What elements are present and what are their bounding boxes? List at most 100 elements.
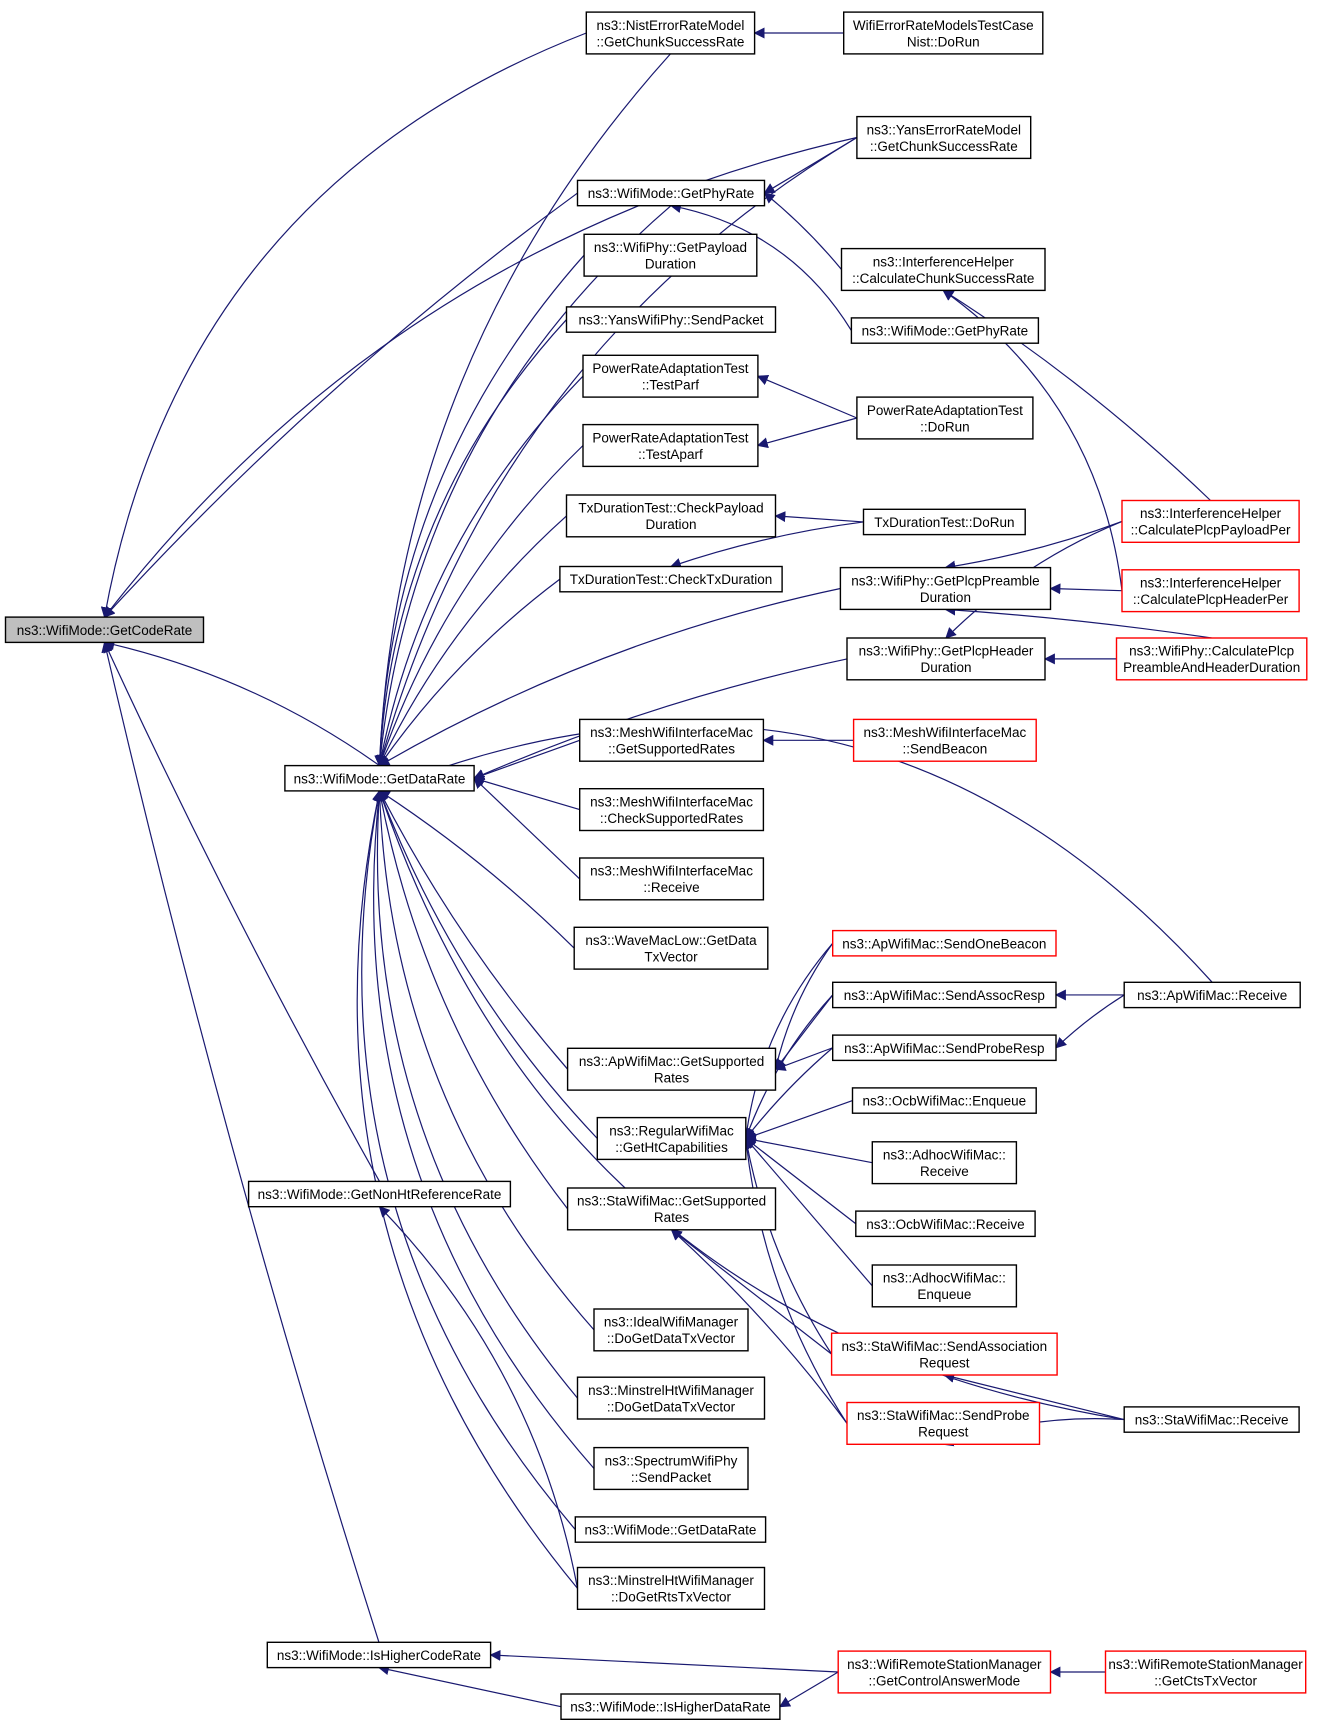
call-edge-ocbEnqueue-to-regularHt (744, 1099, 853, 1141)
node-ocb-enqueue[interactable]: ns3::OcbWifiMac::Enqueue (851, 1087, 1037, 1114)
node-root[interactable]: ns3::WifiMode::GetCodeRate (4, 616, 205, 644)
node-label-line: ns3::MeshWifiInterfaceMac (590, 864, 753, 879)
node-label-line: WifiErrorRateModelsTestCase (853, 18, 1034, 33)
call-edge-staAssoc-to-staSupported (670, 1229, 832, 1355)
node-label-line: ns3::WifiPhy::GetPlcpPreamble (851, 573, 1039, 588)
node-adhoc-receive[interactable]: ns3::AdhocWifiMac::Receive (871, 1141, 1018, 1185)
call-edge-meshSupported-to-getDataRate (473, 739, 580, 781)
node-yans-send[interactable]: ns3::YansWifiPhy::SendPacket (565, 306, 777, 333)
node-yans-chunk[interactable]: ns3::YansErrorRateModel::GetChunkSuccess… (856, 115, 1032, 160)
call-edge-staProbe-to-staSupported (670, 1229, 848, 1424)
node-calc-preamble-hdr[interactable]: ns3::WifiPhy::CalculatePlcpPreambleAndHe… (1115, 637, 1308, 681)
node-label-line: Enqueue (917, 1287, 971, 1302)
node-cts-tx[interactable]: ns3::WifiRemoteStationManager::GetCtsTxV… (1104, 1650, 1307, 1694)
node-label-line: ns3::MeshWifiInterfaceMac (590, 794, 753, 809)
node-mesh-receive[interactable]: ns3::MeshWifiInterfaceMac::Receive (579, 857, 765, 901)
node-label-line: ns3::YansWifiPhy::SendPacket (578, 313, 763, 328)
call-edge-adhocReceive-to-regularHt (744, 1134, 873, 1164)
node-label-line: ::CheckSupportedRates (600, 811, 744, 826)
node-label-line: ns3::WifiMode::GetCodeRate (17, 623, 193, 638)
node-label-line: ns3::WifiPhy::GetPayload (594, 240, 747, 255)
node-interf-payload-per[interactable]: ns3::InterferenceHelper::CalculatePlcpPa… (1121, 499, 1300, 543)
node-ctrl-answer[interactable]: ns3::WifiRemoteStationManager::GetContro… (837, 1650, 1052, 1694)
node-label-line: ns3::WifiMode::GetDataRate (585, 1523, 757, 1538)
node-label-line: ns3::MinstrelHtWifiManager (588, 1383, 754, 1398)
node-label-line: ns3::IdealWifiManager (604, 1315, 739, 1330)
node-get-phy-rate2[interactable]: ns3::WifiMode::GetPhyRate (850, 317, 1040, 344)
call-edge-spectrumSend-to-getDataRate (372, 789, 595, 1469)
node-minstrel-get[interactable]: ns3::MinstrelHtWifiManager::DoGetDataTxV… (576, 1376, 766, 1420)
node-mesh-beacon[interactable]: ns3::MeshWifiInterfaceMac::SendBeacon (852, 718, 1037, 762)
node-interf-header-per[interactable]: ns3::InterferenceHelper::CalculatePlcpHe… (1121, 569, 1300, 613)
node-ap-probe-resp[interactable]: ns3::ApWifiMac::SendProbeResp (832, 1034, 1057, 1062)
call-edge-regularHt-to-getDataRate (377, 789, 598, 1139)
call-edges (100, 27, 1213, 1708)
call-edge-payloadDur-to-getDataRate (374, 254, 585, 767)
call-edge-waveGetData-to-getDataRate (378, 790, 575, 949)
node-ap-receive[interactable]: ns3::ApWifiMac::Receive (1123, 981, 1301, 1009)
call-edge-isHigherData-to-isHigherCode (377, 1664, 562, 1708)
node-get-phy-rate[interactable]: ns3::WifiMode::GetPhyRate (576, 179, 766, 207)
node-label-line: ns3::WifiMode::IsHigherDataRate (570, 1700, 770, 1715)
node-pra-do-run[interactable]: PowerRateAdaptationTest::DoRun (856, 396, 1034, 440)
node-ap-supported[interactable]: ns3::ApWifiMac::GetSupportedRates (566, 1047, 777, 1091)
node-test-parf[interactable]: PowerRateAdaptationTest::TestParf (582, 354, 759, 398)
node-label-line: ns3::InterferenceHelper (1140, 575, 1282, 590)
call-edge-getDataRate2-to-getDataRate (361, 789, 576, 1530)
call-edge-apProbeResp-to-regularHt (745, 1047, 834, 1140)
node-get-data-rate2[interactable]: ns3::WifiMode::GetDataRate (574, 1516, 767, 1543)
node-adhoc-enqueue[interactable]: ns3::AdhocWifiMac::Enqueue (871, 1264, 1018, 1308)
node-label-line: ns3::OcbWifiMac::Enqueue (863, 1094, 1027, 1109)
node-ideal-get[interactable]: ns3::IdealWifiManager::DoGetDataTxVector (593, 1308, 749, 1352)
call-edge-getPhyRate2-to-getPhyRate (669, 202, 852, 331)
node-mesh-supported[interactable]: ns3::MeshWifiInterfaceMac::GetSupportedR… (579, 718, 765, 762)
node-sta-supported[interactable]: ns3::StaWifiMac::GetSupportedRates (566, 1187, 777, 1231)
node-label-line: ::CalculatePlcpHeaderPer (1133, 592, 1289, 607)
call-edge-apReceive-to-apProbeResp (1055, 994, 1125, 1049)
node-label-line: ::GetCtsTxVector (1154, 1673, 1257, 1688)
node-tx-do-run[interactable]: TxDurationTest::DoRun (862, 508, 1026, 536)
call-edge-adhocEnqueue-to-regularHt (745, 1137, 873, 1287)
node-label-line: Duration (920, 590, 971, 605)
node-label-line: ns3::WifiRemoteStationManager (847, 1657, 1042, 1672)
node-label-line: ns3::WaveMacLow::GetData (585, 933, 757, 948)
node-test-aparf[interactable]: PowerRateAdaptationTest::TestAparf (582, 423, 759, 468)
node-is-higher-data[interactable]: ns3::WifiMode::IsHigherDataRate (560, 1693, 781, 1720)
node-minstrel-rts[interactable]: ns3::MinstrelHtWifiManager::DoGetRtsTxVe… (576, 1566, 766, 1610)
node-check-tx-dur[interactable]: TxDurationTest::CheckTxDuration (559, 565, 783, 593)
node-label-line: TxDurationTest::CheckTxDuration (570, 572, 773, 587)
call-edge-interfChunk-to-getPhyRate (763, 192, 842, 270)
node-label-line: TxDurationTest::CheckPayload (578, 501, 763, 516)
call-edge-getPhyRate-to-getDataRate (375, 205, 672, 767)
node-label-line: ns3::WifiPhy::GetPlcpHeader (859, 644, 1034, 659)
node-ap-one-beacon[interactable]: ns3::ApWifiMac::SendOneBeacon (832, 929, 1057, 957)
node-ocb-receive[interactable]: ns3::OcbWifiMac::Receive (855, 1210, 1036, 1238)
node-is-higher-code[interactable]: ns3::WifiMode::IsHigherCodeRate (266, 1641, 492, 1669)
node-label-line: ::TestParf (642, 377, 699, 392)
node-get-data-rate[interactable]: ns3::WifiMode::GetDataRate (284, 764, 475, 792)
node-label-line: ::GetChunkSuccessRate (597, 34, 745, 49)
call-edge-interfPayloadPer-to-plcpPreamble (944, 520, 1123, 572)
node-ap-assoc-resp[interactable]: ns3::ApWifiMac::SendAssocResp (832, 981, 1057, 1009)
node-regular-ht[interactable]: ns3::RegularWifiMac::GetHtCapabilities (596, 1116, 747, 1161)
node-wave-get-data[interactable]: ns3::WaveMacLow::GetDataTxVector (573, 926, 769, 970)
call-edge-interfHeaderPer-to-plcpPreamble (1049, 583, 1123, 595)
node-label-line: ns3::InterferenceHelper (1140, 506, 1282, 521)
node-label-line: PowerRateAdaptationTest (592, 430, 748, 445)
node-nist-chunk[interactable]: ns3::NistErrorRateModel::GetChunkSuccess… (585, 11, 756, 55)
node-label-line: PowerRateAdaptationTest (867, 403, 1023, 418)
node-spectrum-send[interactable]: ns3::SpectrumWifiPhy::SendPacket (593, 1446, 749, 1491)
node-sta-receive[interactable]: ns3::StaWifiMac::Receive (1123, 1406, 1300, 1433)
node-interf-chunk[interactable]: ns3::InterferenceHelper::CalculateChunkS… (840, 247, 1046, 292)
node-mesh-check[interactable]: ns3::MeshWifiInterfaceMac::CheckSupporte… (579, 788, 765, 832)
node-label-line: ns3::AdhocWifiMac:: (883, 1271, 1006, 1286)
call-edge-getDataRate-to-root (103, 639, 380, 767)
node-get-non-ht[interactable]: ns3::WifiMode::GetNonHtReferenceRate (247, 1180, 512, 1208)
